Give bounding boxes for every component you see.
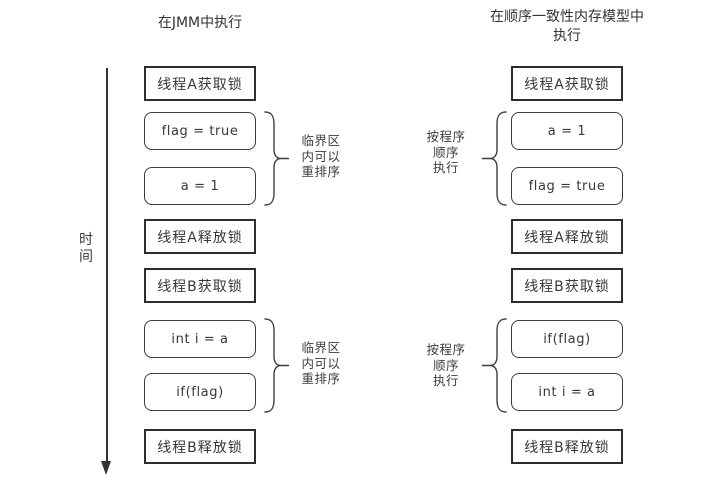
annotation-execute-in-program-order: 按程序 顺序 执行: [426, 342, 466, 388]
flow-box-flag-true: flag = true: [511, 167, 623, 205]
right-curly-brace-icon: [264, 111, 290, 206]
time-axis-arrowhead-icon: [101, 461, 111, 475]
flow-box-thread-b-acquire-lock: 线程B获取锁: [511, 268, 623, 303]
annotation-reorder-in-critical-section: 临界区 内可以 重排序: [301, 340, 341, 386]
flow-box-int-i-a: int i = a: [511, 373, 623, 411]
flow-box-if-flag: if(flag): [144, 373, 256, 411]
flow-box-int-i-a: int i = a: [144, 320, 256, 358]
annotation-execute-in-program-order: 按程序 顺序 执行: [426, 129, 466, 175]
left-column-title: 在JMM中执行: [157, 15, 243, 31]
right-column-title: 在顺序一致性内存模型中 执行: [490, 9, 644, 44]
time-axis-label: 时间: [79, 232, 93, 265]
right-curly-brace-icon: [264, 318, 290, 413]
flow-box-if-flag: if(flag): [511, 320, 623, 358]
flow-box-a-1: a = 1: [511, 112, 623, 150]
flow-box-thread-a-release-lock: 线程A释放锁: [144, 219, 256, 254]
flow-box-thread-a-release-lock: 线程A释放锁: [511, 219, 623, 254]
flow-box-thread-a-acquire-lock: 线程A获取锁: [144, 66, 256, 101]
left-curly-brace-icon: [481, 111, 507, 206]
flow-box-a-1: a = 1: [144, 167, 256, 205]
flow-box-thread-b-release-lock: 线程B释放锁: [144, 429, 256, 464]
time-axis-line: [106, 68, 108, 462]
flow-box-thread-b-acquire-lock: 线程B获取锁: [144, 268, 256, 303]
flow-box-thread-b-release-lock: 线程B释放锁: [511, 429, 623, 464]
annotation-reorder-in-critical-section: 临界区 内可以 重排序: [301, 133, 341, 179]
flow-box-flag-true: flag = true: [144, 112, 256, 150]
left-curly-brace-icon: [481, 318, 507, 413]
flow-box-thread-a-acquire-lock: 线程A获取锁: [511, 66, 623, 101]
